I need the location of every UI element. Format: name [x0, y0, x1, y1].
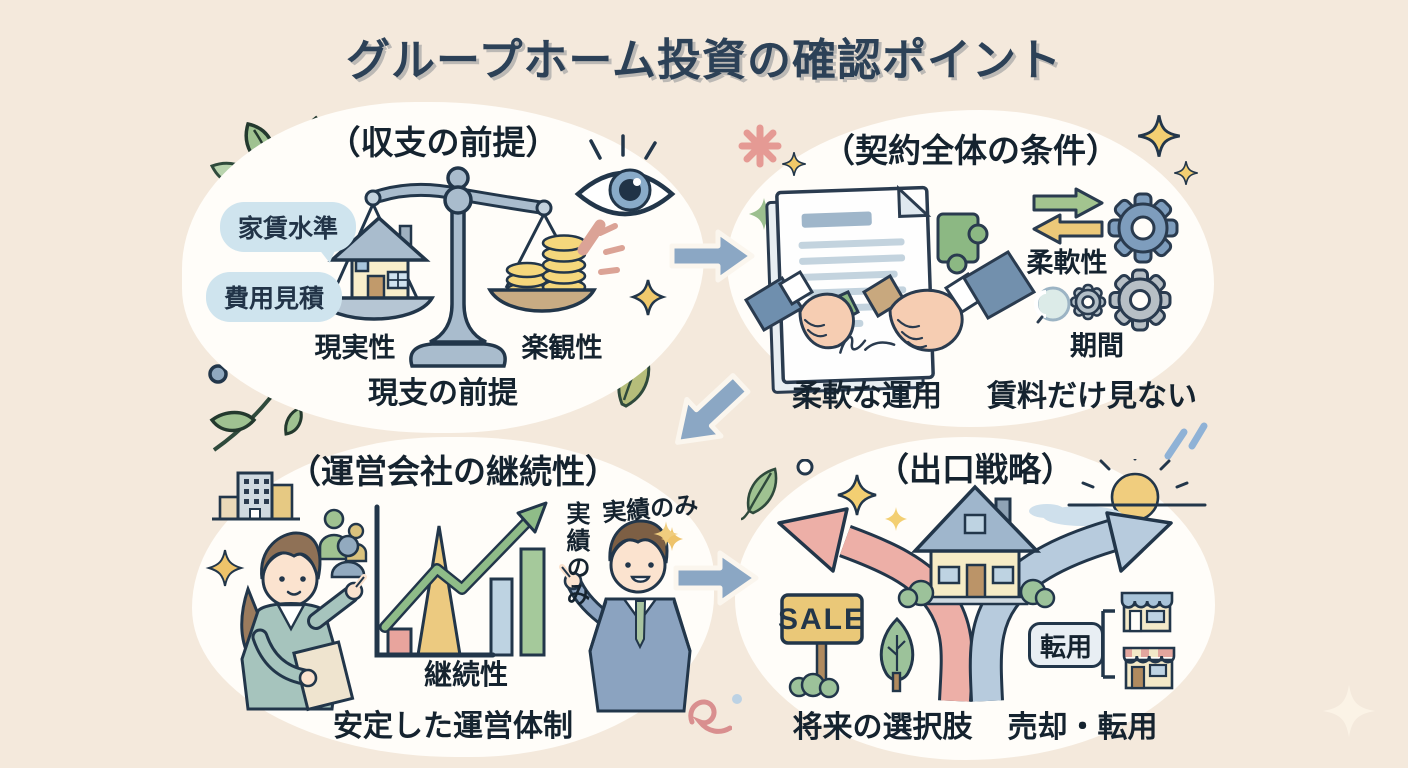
income-heading: （収支の前提） [327, 124, 559, 161]
flexibility-label: 柔軟性 [1026, 248, 1108, 278]
operator-growth-illustration [205, 471, 692, 713]
page-title: グループホーム投資の確認ポイント [345, 36, 1063, 85]
operator-heading: （運営会社の継続性） [288, 453, 618, 490]
operator-caption: 安定した運営体制 [333, 710, 573, 743]
flow-arrow-3-to-4 [673, 550, 759, 606]
sparkle-yellow-mid [653, 521, 679, 547]
man-illustration [559, 519, 692, 713]
swap-arrow-left [1032, 213, 1104, 245]
house-icon [897, 484, 1056, 609]
section-operator-continuity: （運営会社の継続性） [192, 437, 714, 757]
exit-heading: （出口戦略） [876, 451, 1074, 488]
blue-dashes-decoration [1164, 422, 1208, 460]
balance-scale-illustration [312, 166, 598, 368]
blue-dot-decoration [732, 694, 742, 704]
gear-icon-medium [1108, 268, 1172, 332]
flow-arrow-1-to-2 [669, 229, 755, 283]
contract-handshake-illustration [743, 184, 1037, 394]
globe-icon [1034, 286, 1071, 324]
gear-icon-large [1107, 192, 1179, 264]
sale-sign-text: SALE [778, 603, 867, 636]
woman-illustration [240, 531, 367, 712]
shop-icon-blue [1120, 591, 1174, 633]
income-caption: 現支の前提 [368, 377, 518, 410]
note-vertical: 実績のみ [562, 500, 589, 609]
contract-heading: （契約全体の条件） [822, 132, 1119, 169]
sparkle-yellow-small-q2 [782, 152, 806, 176]
continuity-label: 継続性 [423, 659, 508, 690]
swap-arrow-right [1032, 187, 1104, 219]
contract-caption-left: 柔軟な運用 [792, 380, 942, 413]
contract-caption-right: 賃料だけ見ない [987, 380, 1197, 413]
cream-diamond-decoration [1322, 684, 1376, 738]
sparkle-yellow-small-top-right [1174, 161, 1198, 185]
section-contract-terms: （契約全体の条件） [727, 110, 1214, 427]
pink-squiggle-decoration [688, 699, 732, 734]
exit-strategy-illustration [741, 459, 1207, 702]
exit-caption-right: 売却・転用 [1007, 711, 1158, 744]
sell-arrow [777, 507, 849, 573]
realism-label: 現実性 [314, 333, 396, 363]
gear-icon-small [1069, 283, 1107, 321]
optimism-label: 楽観性 [521, 333, 603, 363]
section-exit-strategy: （出口戦略） [735, 437, 1215, 760]
conversion-label-box: 転用 [1028, 622, 1104, 668]
rent-level-bubble: 家賃水準 [220, 202, 357, 252]
building-icon [212, 471, 300, 521]
asterisk-decoration [738, 124, 782, 168]
convert-arrow [1105, 511, 1173, 573]
cost-estimate-bubble: 費用見積 [206, 272, 343, 322]
sparkle-yellow-large-top-right [1138, 115, 1180, 157]
tree-icon [879, 616, 915, 693]
growth-chart [374, 501, 548, 658]
shop-icon-red [1122, 646, 1176, 690]
arrows-and-gears-illustration [1032, 187, 1179, 332]
people-group-icon [318, 508, 368, 579]
flow-arrow-2-to-3 [675, 373, 751, 445]
sale-sign [780, 593, 864, 699]
period-label: 期間 [1070, 331, 1124, 361]
eye-icon [574, 134, 676, 316]
exit-caption-left: 将来の選択肢 [792, 711, 973, 744]
section-income-assumptions: （収支の前提） [182, 102, 704, 433]
